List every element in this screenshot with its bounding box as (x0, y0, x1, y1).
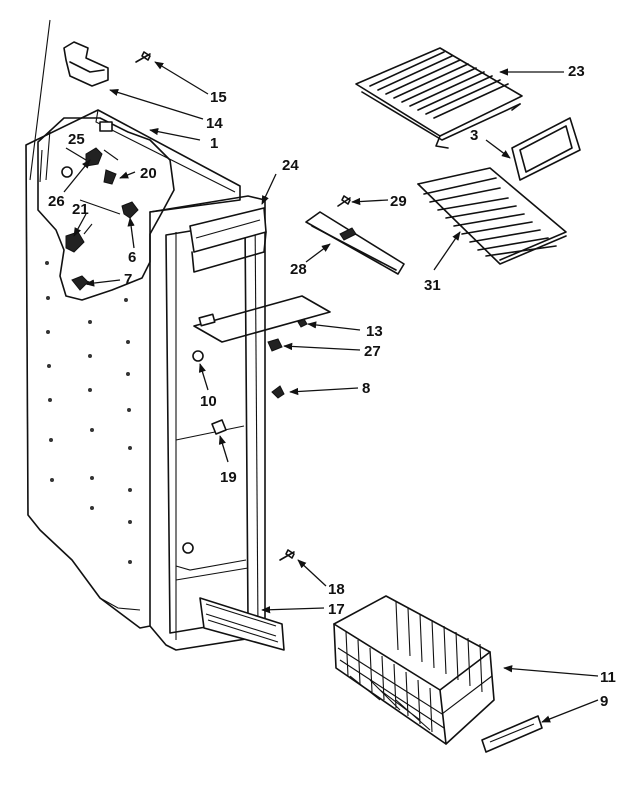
label-21: 21 (72, 201, 89, 218)
bottom-trim (199, 549, 295, 651)
plug-hole (182, 542, 194, 554)
screw-29 (337, 195, 351, 207)
part-number-labels: 15 14 1 24 25 20 26 21 6 7 23 3 29 28 31… (48, 63, 616, 710)
label-25: 25 (68, 131, 85, 148)
label-3: 3 (470, 127, 478, 144)
screw-15 (135, 51, 151, 63)
basket-divider-9 (481, 715, 543, 753)
shelf-bracket-3 (511, 117, 581, 181)
label-17: 17 (328, 601, 345, 618)
label-15: 15 (210, 89, 227, 106)
hinge-bracket (29, 19, 109, 181)
light-socket-13 (297, 318, 308, 328)
label-13: 13 (366, 323, 383, 340)
label-24: 24 (282, 157, 299, 174)
grommet-10 (192, 350, 204, 362)
freezer-liner (25, 109, 266, 651)
label-20: 20 (140, 165, 157, 182)
control-components (61, 147, 139, 291)
leader-lines (63, 61, 599, 723)
label-19: 19 (220, 469, 237, 486)
label-23: 23 (568, 63, 585, 80)
label-11: 11 (600, 669, 616, 686)
label-14: 14 (206, 115, 223, 132)
label-1: 1 (210, 135, 218, 152)
wire-shelf-31 (417, 167, 567, 265)
switch-part-6 (121, 201, 139, 219)
bracket-part-20 (103, 169, 117, 185)
label-26: 26 (48, 193, 65, 210)
clip-8 (271, 385, 285, 399)
control-plate (193, 295, 331, 343)
label-29: 29 (390, 193, 407, 210)
label-31: 31 (424, 277, 441, 294)
label-28: 28 (290, 261, 307, 278)
switch-19 (211, 419, 227, 435)
label-6: 6 (128, 249, 136, 266)
knob-part-25 (61, 166, 73, 178)
wire-shelf-23 (355, 47, 523, 149)
bulb-27 (267, 338, 283, 352)
freezer-basket (333, 595, 495, 745)
label-9: 9 (600, 693, 608, 710)
label-8: 8 (362, 380, 370, 397)
evaporator-cover-panel (189, 207, 267, 273)
label-27: 27 (364, 343, 381, 360)
thermostat-part-26 (85, 147, 103, 167)
label-10: 10 (200, 393, 217, 410)
label-18: 18 (328, 581, 345, 598)
screw-part-7 (71, 275, 89, 291)
label-7: 7 (124, 271, 132, 288)
shelf-support-28 (305, 211, 405, 275)
liner-rivet-dots (45, 261, 132, 564)
